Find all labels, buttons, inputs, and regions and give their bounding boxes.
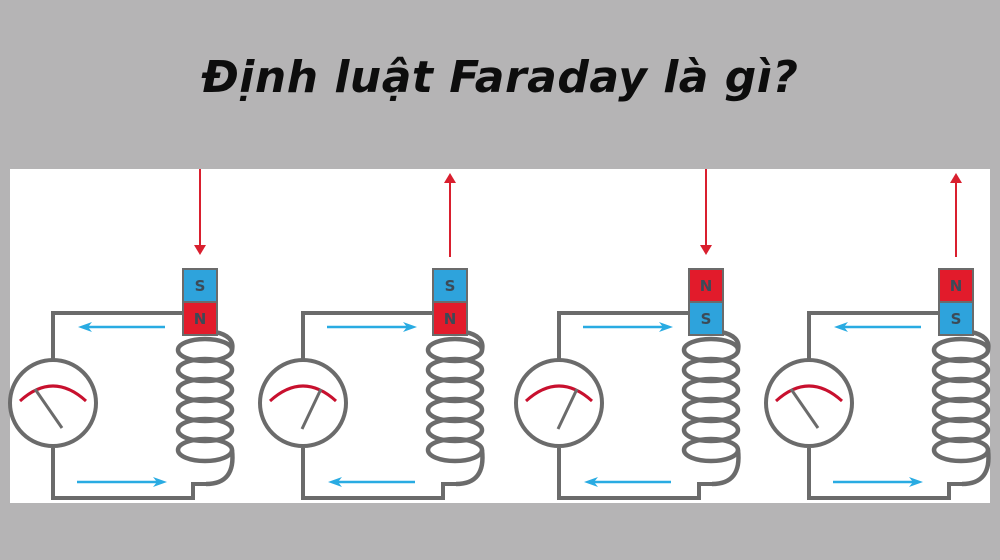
galvanometer — [764, 358, 854, 448]
magnet-top-label: S — [445, 277, 456, 295]
magnet-bottom-label: S — [701, 310, 712, 328]
diagram-3: N S — [514, 169, 741, 500]
coil — [931, 329, 991, 487]
needle — [556, 388, 579, 430]
bar-magnet: N S — [688, 268, 724, 336]
diagram-panel — [10, 169, 990, 503]
galvanometer — [8, 358, 98, 448]
needle — [33, 388, 64, 429]
bar-magnet: S N — [432, 268, 468, 336]
magnet-bottom-label: N — [194, 310, 207, 328]
galvanometer — [514, 358, 604, 448]
bar-magnet: S N — [182, 268, 218, 336]
bar-magnet: N S — [938, 268, 974, 336]
magnet-bottom-label: S — [951, 310, 962, 328]
diagram-2: S N — [258, 173, 485, 500]
diagram-1: S N — [8, 169, 235, 500]
needle — [789, 388, 820, 429]
magnet-top-label: N — [950, 277, 963, 295]
coil — [681, 329, 741, 487]
coil — [425, 329, 485, 487]
coil — [175, 329, 235, 487]
magnet-top-label: S — [195, 277, 206, 295]
magnet-bottom-label: N — [444, 310, 457, 328]
galvanometer — [258, 358, 348, 448]
page-title: Định luật Faraday là gì? — [201, 52, 799, 103]
magnet-top-label: N — [700, 277, 713, 295]
diagram-4: N S — [764, 173, 991, 500]
needle — [300, 388, 323, 430]
